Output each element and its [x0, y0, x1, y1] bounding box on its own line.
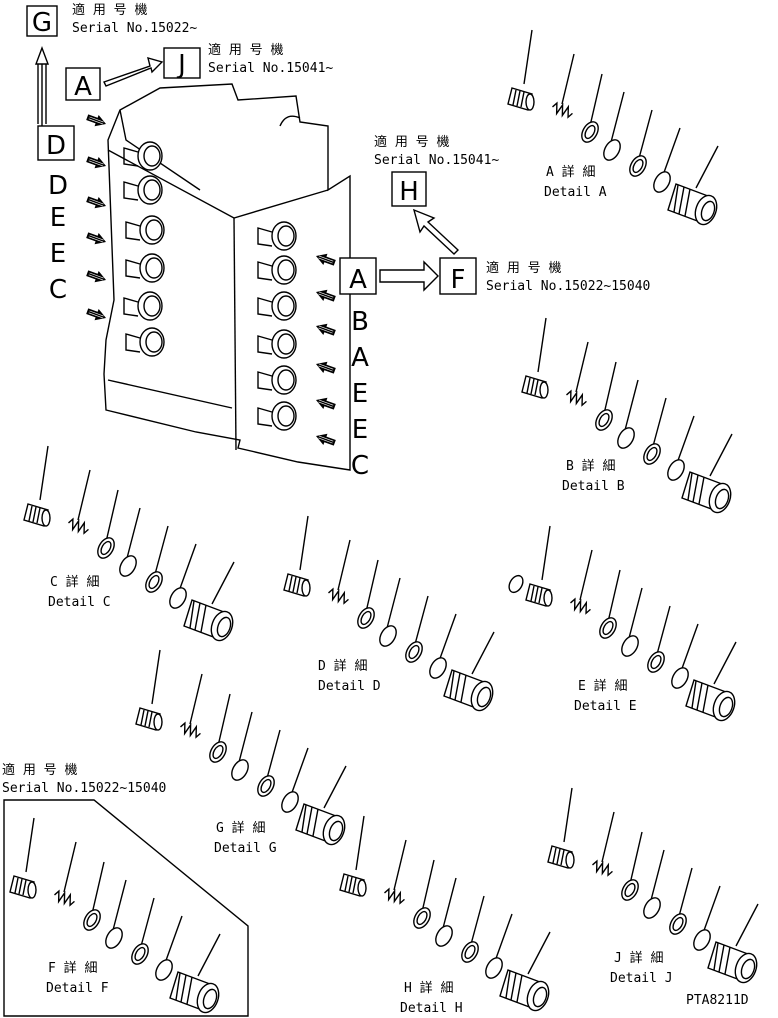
svg-text:C: C: [49, 275, 67, 305]
detail-f-parts: [9, 817, 224, 1017]
arrow-F-to-H: [412, 208, 460, 255]
serial-h-ja: 適 用 号 機: [374, 134, 449, 150]
caption-detail-b: B 詳 細 Detail B: [562, 458, 625, 494]
svg-text:G: G: [32, 8, 52, 38]
detail-b-parts: [521, 317, 736, 517]
detail-d-parts: [283, 515, 498, 715]
valve-block: [103, 83, 351, 471]
svg-text:Detail B: Detail B: [562, 479, 625, 494]
svg-text:A 詳 細: A 詳 細: [546, 164, 595, 180]
svg-text:F 詳 細: F 詳 細: [48, 960, 97, 976]
svg-text:J 詳 細: J 詳 細: [614, 950, 663, 966]
box-J: J: [163, 47, 201, 80]
arrow-D-to-G: [34, 46, 50, 126]
svg-text:Detail H: Detail H: [400, 1001, 463, 1016]
detail-e-parts: [525, 525, 740, 725]
svg-text:D: D: [46, 131, 66, 161]
serial-frame: Serial No.15022~15040: [2, 781, 166, 796]
svg-text:A: A: [74, 72, 92, 102]
svg-text:H 詳 細: H 詳 細: [404, 980, 453, 996]
svg-text:D 詳 細: D 詳 細: [318, 658, 367, 674]
svg-text:B: B: [351, 307, 369, 337]
arrow-A-to-J: [103, 56, 164, 87]
caption-detail-d: D 詳 細 Detail D: [318, 658, 381, 694]
svg-text:Detail J: Detail J: [610, 971, 673, 986]
svg-text:E: E: [50, 239, 66, 269]
detail-g-parts: [135, 649, 350, 849]
caption-detail-c: C 詳 細 Detail C: [48, 574, 111, 610]
box-A-right: A: [339, 257, 377, 295]
left-arrows: [84, 111, 109, 324]
svg-text:Detail D: Detail D: [318, 679, 381, 694]
svg-text:D: D: [48, 171, 68, 201]
caption-detail-a: A 詳 細 Detail A: [544, 164, 607, 200]
svg-text:A: A: [351, 343, 369, 373]
serial-h: Serial No.15041~: [374, 153, 499, 168]
svg-text:Detail E: Detail E: [574, 699, 637, 714]
svg-text:E 詳 細: E 詳 細: [578, 678, 627, 694]
serial-frame-ja: 適 用 号 機: [2, 762, 77, 778]
box-F: F: [439, 257, 477, 295]
serial-j: Serial No.15041~: [208, 61, 333, 76]
serial-g-ja: 適 用 号 機: [72, 2, 147, 18]
box-A-left: A: [65, 67, 101, 102]
box-H: H: [391, 171, 427, 207]
detail-a-parts: [507, 29, 722, 229]
box-D: D: [37, 125, 75, 161]
caption-detail-h: H 詳 細 Detail H: [400, 980, 463, 1016]
caption-detail-e: E 詳 細 Detail E: [574, 678, 637, 714]
svg-text:J: J: [176, 50, 186, 80]
svg-text:C 詳 細: C 詳 細: [50, 574, 99, 590]
detail-e-extra-ring: [508, 574, 524, 594]
svg-text:B 詳 細: B 詳 細: [566, 458, 615, 474]
part-number: PTA8211D: [686, 993, 749, 1008]
svg-text:G 詳 細: G 詳 細: [216, 820, 265, 836]
svg-text:C: C: [351, 451, 369, 481]
svg-text:E: E: [352, 379, 368, 409]
right-column-letters: B A E E C: [351, 307, 369, 481]
detail-f-frame: [3, 799, 249, 1017]
caption-detail-f: F 詳 細 Detail F: [46, 960, 109, 996]
serial-j-ja: 適 用 号 機: [208, 42, 283, 58]
serial-f-ja: 適 用 号 機: [486, 260, 561, 276]
caption-detail-j: J 詳 細 Detail J: [610, 950, 673, 986]
svg-text:F: F: [451, 265, 466, 295]
caption-detail-g: G 詳 細 Detail G: [214, 820, 277, 856]
arrow-A-to-F: [379, 260, 439, 292]
svg-text:E: E: [352, 415, 368, 445]
svg-text:Detail G: Detail G: [214, 841, 277, 856]
serial-g: Serial No.15022~: [72, 21, 197, 36]
svg-text:E: E: [50, 203, 66, 233]
svg-text:Detail A: Detail A: [544, 185, 607, 200]
box-G: G: [26, 5, 58, 38]
svg-text:A: A: [349, 265, 367, 295]
left-column-letters: D E E C: [48, 171, 68, 305]
detail-c-parts: [23, 445, 238, 645]
svg-text:Detail C: Detail C: [48, 595, 111, 610]
svg-text:Detail F: Detail F: [46, 981, 109, 996]
svg-text:H: H: [399, 177, 419, 207]
serial-f: Serial No.15022~15040: [486, 279, 650, 294]
